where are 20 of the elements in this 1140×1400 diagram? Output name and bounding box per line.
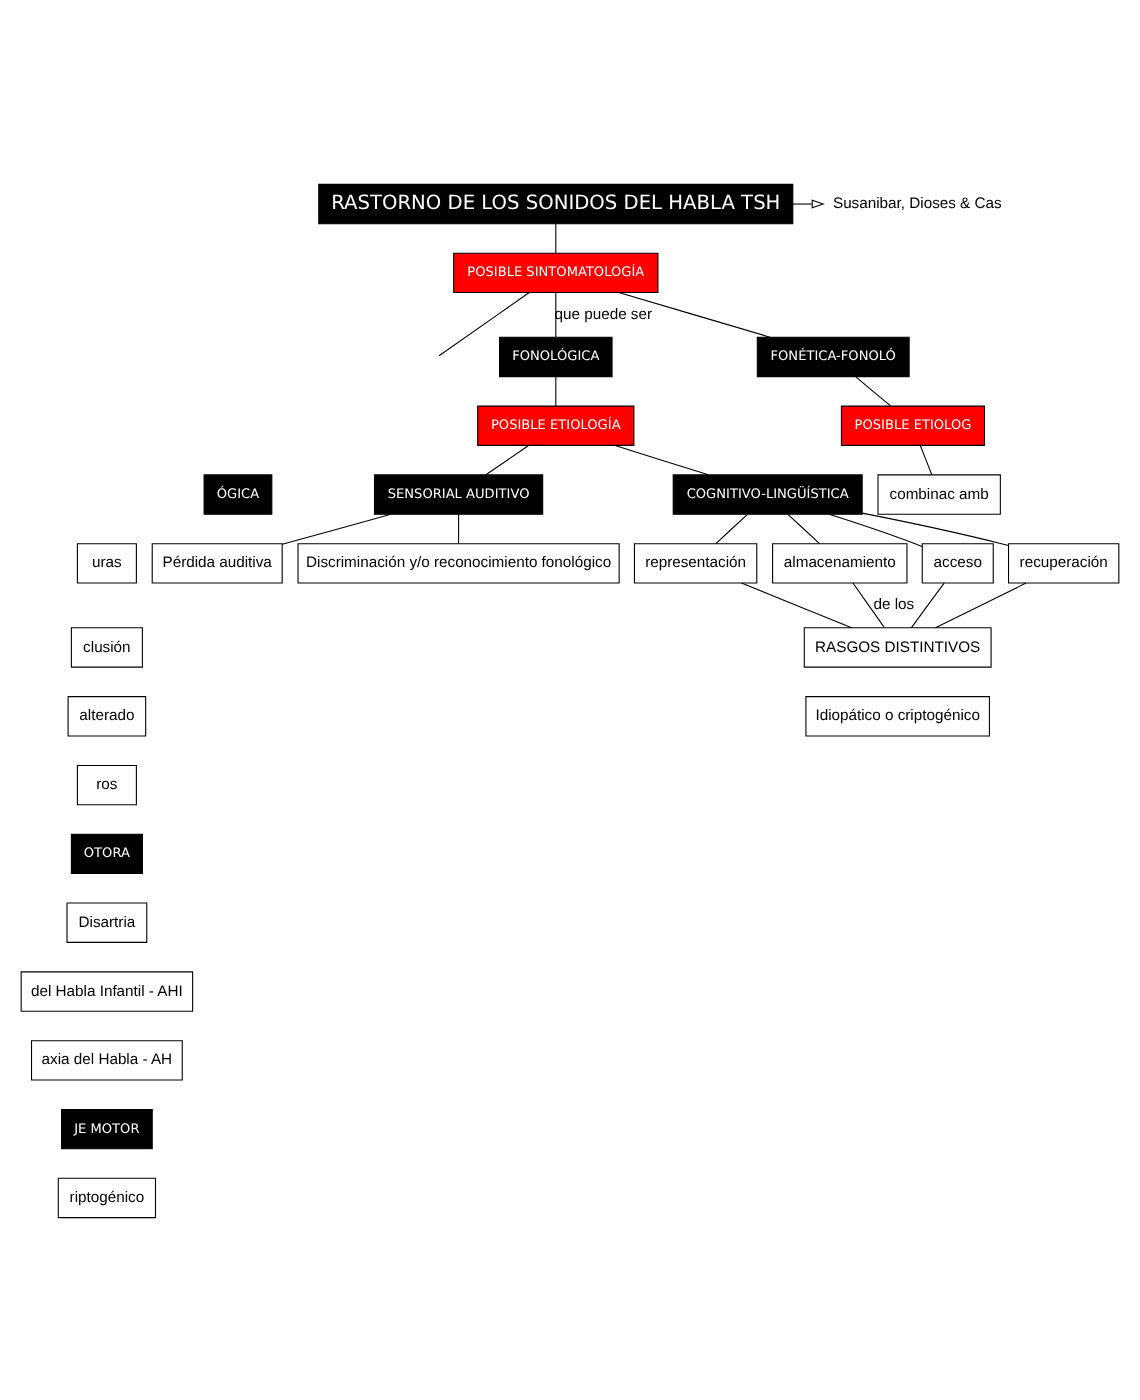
connector — [919, 444, 933, 475]
connector — [715, 513, 748, 544]
connector — [934, 581, 1027, 628]
connector — [555, 375, 557, 406]
connector — [910, 581, 945, 628]
arrow — [792, 198, 825, 208]
connector — [852, 581, 885, 628]
connector — [614, 443, 709, 475]
connector — [740, 581, 853, 628]
connector — [855, 375, 892, 406]
connector — [555, 222, 557, 253]
connector — [438, 290, 530, 356]
connector — [485, 444, 529, 475]
node-box: RASTORNO DE LOS SONIDOS DEL HABLA TSH — [318, 182, 794, 224]
connector — [281, 512, 392, 544]
connector — [618, 290, 771, 337]
connector — [828, 512, 923, 546]
connector — [458, 513, 460, 544]
connector — [787, 513, 821, 544]
connector — [861, 511, 1009, 546]
